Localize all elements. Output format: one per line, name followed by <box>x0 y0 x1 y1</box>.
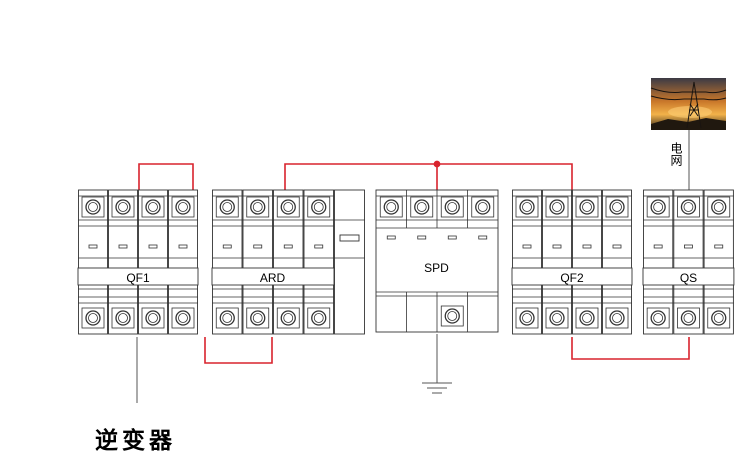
ard-to-qf2-bus-wire <box>284 163 573 190</box>
pole-indicator <box>148 244 158 249</box>
spd-label: SPD <box>424 261 449 275</box>
terminal-screw <box>311 199 327 215</box>
qf1-breaker <box>77 189 199 335</box>
terminal-screw <box>549 310 565 326</box>
terminal-screw <box>280 310 296 326</box>
pole-indicator <box>386 235 396 240</box>
spd-module <box>375 189 499 333</box>
terminal-screw <box>145 310 161 326</box>
terminal-screw <box>609 199 625 215</box>
pole-indicator <box>222 244 232 249</box>
terminal-screw <box>475 199 491 215</box>
terminal-screw <box>383 199 399 215</box>
inverter-label: 逆变器 <box>95 427 176 453</box>
terminal-screw <box>711 199 727 215</box>
terminal-screw <box>680 199 697 215</box>
ard-display-window <box>339 234 360 242</box>
terminal-screw <box>519 310 535 326</box>
terminal-screw <box>280 199 296 215</box>
terminal-screw <box>444 199 460 215</box>
bus-junction-dot <box>433 160 441 168</box>
pole-indicator <box>447 235 457 240</box>
pole-indicator <box>714 244 724 249</box>
qf1-label: QF1 <box>126 271 150 285</box>
terminal-screw <box>519 199 535 215</box>
terminal-screw <box>175 310 191 326</box>
qf1-to-ard-bottom-wire <box>204 337 273 364</box>
devices-layer <box>77 189 735 335</box>
pole-indicator <box>178 244 188 249</box>
terminal-screw <box>680 310 697 326</box>
ground-symbol <box>422 382 452 394</box>
terminal-screw <box>85 199 101 215</box>
terminal-screw <box>711 310 727 326</box>
terminal-screw <box>219 199 235 215</box>
terminal-screw <box>414 199 430 215</box>
terminal-screw <box>579 199 595 215</box>
qs-label: QS <box>679 271 698 285</box>
terminal-screw <box>175 199 191 215</box>
pole-indicator <box>417 235 427 240</box>
power-tower-image <box>650 78 727 130</box>
label-band <box>511 267 633 286</box>
terminal-screw <box>219 310 235 326</box>
ard-label: ARD <box>259 271 286 285</box>
red-wiring <box>138 160 690 364</box>
qf2-label: QF2 <box>560 271 584 285</box>
terminal-screw <box>650 310 666 326</box>
pole-indicator <box>118 244 128 249</box>
terminal-screw <box>85 310 101 326</box>
pole-indicator <box>552 244 562 249</box>
terminal-screw <box>311 310 327 326</box>
label-band <box>642 267 735 286</box>
pole-indicator <box>612 244 622 249</box>
terminal-screw <box>115 199 131 215</box>
gray-wiring <box>136 130 690 403</box>
terminal-screw <box>115 310 131 326</box>
qf2-to-qs-bottom-wire <box>571 337 690 360</box>
pole-indicator <box>522 244 532 249</box>
ard-control-module <box>334 189 365 335</box>
terminal-screw <box>609 310 625 326</box>
terminal-screw <box>549 199 565 215</box>
qs-switch <box>642 189 735 335</box>
qf2-breaker <box>511 189 633 335</box>
terminal-screw <box>650 199 666 215</box>
qf1-to-ard-top-wire <box>138 163 194 190</box>
pole-indicator <box>582 244 592 249</box>
terminal-screw <box>250 199 266 215</box>
pole-indicator <box>253 244 263 249</box>
label-band <box>211 267 335 286</box>
ard-breaker <box>211 189 365 335</box>
terminal-screw <box>579 310 595 326</box>
pole-indicator <box>478 235 488 240</box>
terminal-screw <box>444 308 460 324</box>
pole-indicator <box>314 244 324 249</box>
terminal-screw <box>145 199 161 215</box>
label-band <box>77 267 199 286</box>
pole-indicator <box>684 244 693 249</box>
grid-label: 电网 <box>669 142 683 166</box>
pole-indicator <box>283 244 293 249</box>
terminal-screw <box>250 310 266 326</box>
pole-indicator <box>653 244 663 249</box>
pole-indicator <box>88 244 98 249</box>
